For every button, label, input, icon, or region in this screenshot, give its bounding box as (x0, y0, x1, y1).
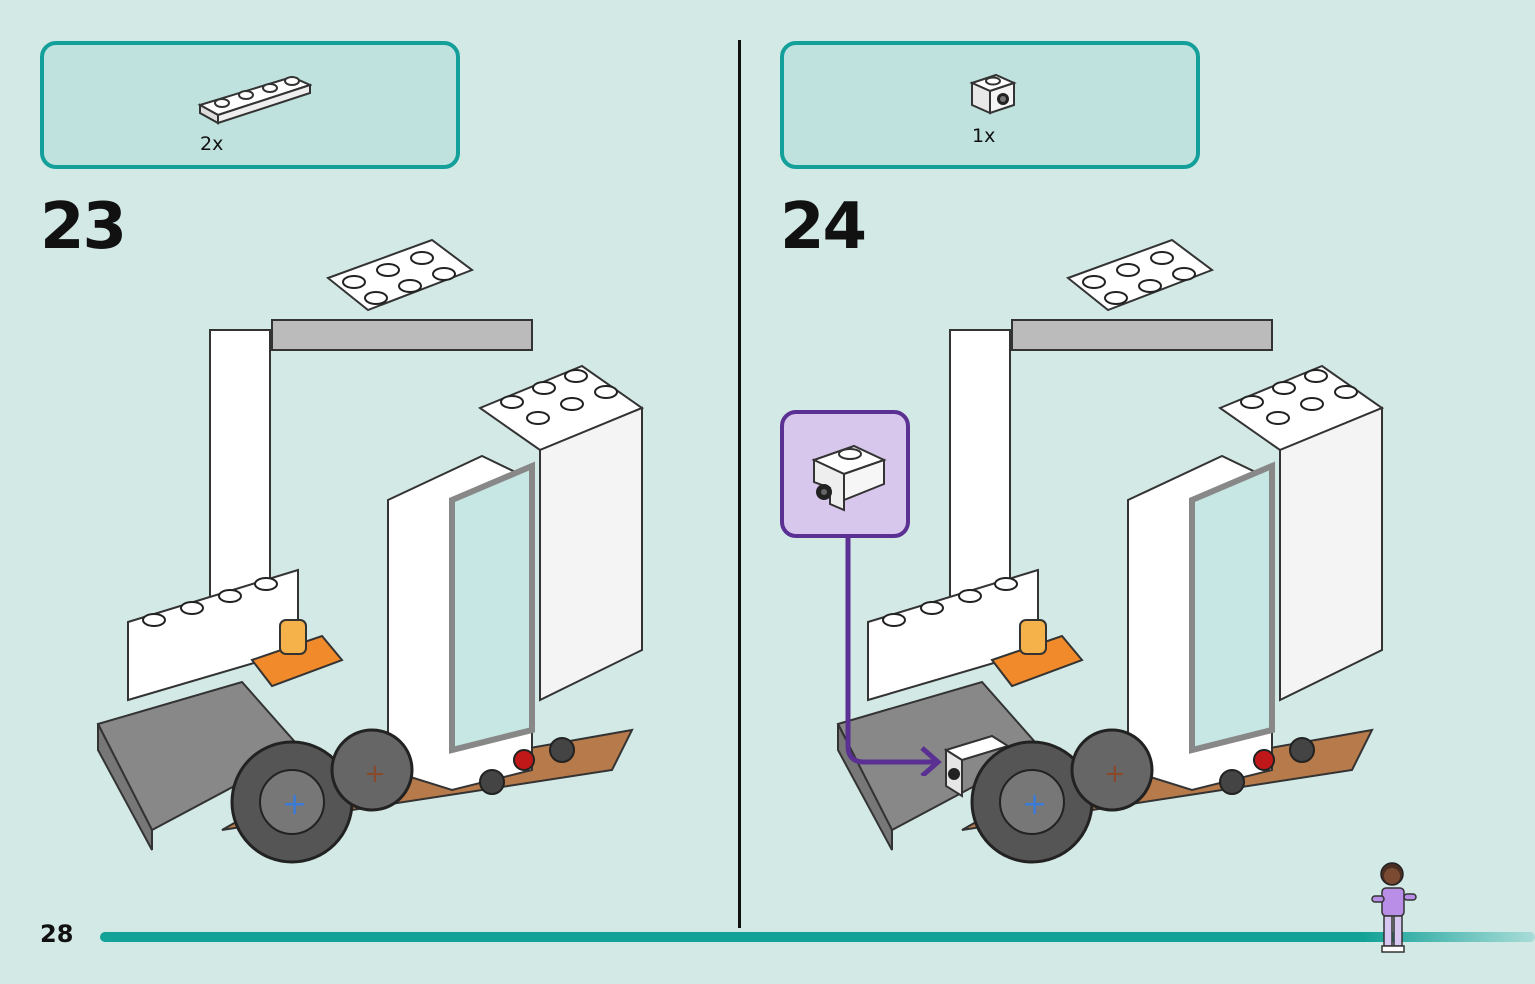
callout-box (780, 410, 910, 538)
svg-text:+: + (364, 759, 386, 789)
part-quantity: 1x (972, 125, 996, 147)
page-divider (738, 40, 741, 928)
svg-text:+: + (1022, 787, 1047, 822)
model-illustration-step-23: + + (96, 238, 645, 864)
part-quantity: 2x (200, 133, 224, 155)
progress-bar (100, 932, 1535, 942)
svg-text:+: + (1104, 759, 1126, 789)
minifigure-icon (1371, 862, 1417, 953)
bracket-1x1-white-icon (811, 444, 887, 512)
step-number: 23 (40, 190, 127, 264)
step-number: 24 (780, 190, 867, 264)
model-illustration-step-24: + + (836, 238, 1385, 864)
parts-box-step-24: 1x (780, 41, 1200, 169)
parts-box-step-23: 2x (40, 41, 460, 169)
svg-text:+: + (282, 787, 307, 822)
plate-1x4-white-icon (197, 75, 312, 125)
callout-arrow (845, 536, 942, 776)
page-number: 28 (40, 920, 74, 948)
bracket-1x1-white-icon (969, 73, 1017, 115)
